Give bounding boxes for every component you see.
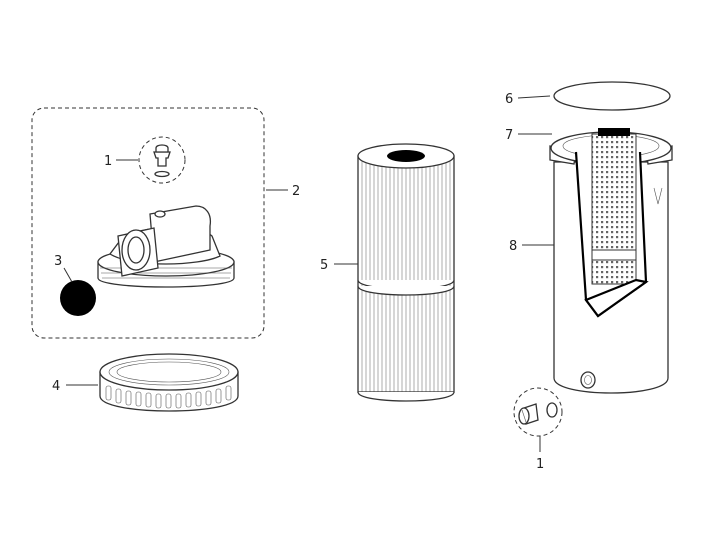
drain-plug-bottom (513, 387, 563, 437)
leader-lines (63, 95, 554, 452)
group-dashed-frame (31, 107, 265, 339)
callout-6: 6 (505, 92, 513, 107)
callout-1-bottom: 1 (536, 457, 544, 472)
callout-1-top: 1 (104, 154, 112, 169)
air-release-valve-top (138, 136, 186, 184)
locking-ring (99, 353, 239, 412)
filter-lid (97, 205, 235, 288)
callout-8: 8 (509, 239, 517, 254)
filter-cartridge (357, 143, 455, 402)
callout-7: 7 (505, 128, 513, 143)
part-3-black-dot (60, 280, 96, 316)
callout-5: 5 (320, 258, 328, 273)
lid-assembly-group (31, 107, 265, 339)
callout-3: 3 (54, 254, 62, 269)
top-o-ring (553, 81, 671, 111)
callout-2: 2 (292, 184, 300, 199)
filter-housing (549, 128, 673, 394)
callout-4: 4 (52, 379, 60, 394)
